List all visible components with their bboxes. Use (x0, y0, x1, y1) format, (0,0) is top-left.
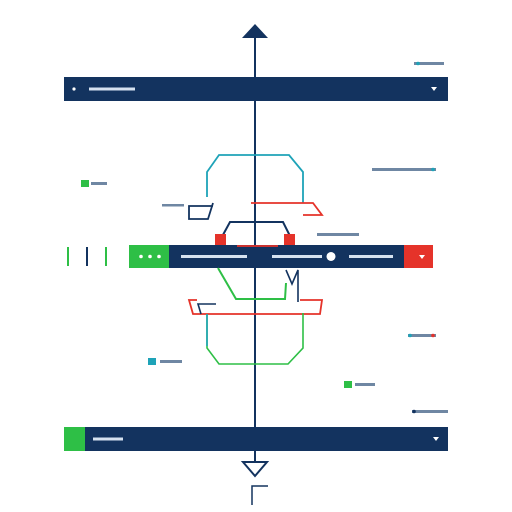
red-node-right (284, 234, 295, 245)
chevron-down-icon (433, 437, 439, 441)
side-label-lower-right-dot-red (431, 333, 435, 338)
navy-lower-check (285, 269, 299, 302)
side-label-mid-right-mark (317, 233, 359, 236)
middle-bar-green-dot-3 (157, 254, 161, 259)
middle-bar-label-mark-left (181, 255, 247, 258)
red-node-left (215, 234, 226, 245)
side-label-mid-left-mark (91, 182, 107, 185)
navy-bracket (188, 202, 214, 220)
side-label-bottom-right-dot (412, 409, 416, 414)
triangle-up-icon (242, 24, 268, 38)
triangle-down-icon (240, 461, 270, 478)
side-label-green-badge (344, 381, 352, 388)
bottom-bar-label-mark (93, 437, 123, 441)
side-label-green-mark (355, 383, 375, 386)
chevron-down-icon (431, 87, 437, 91)
side-label-upper-right-mark (372, 168, 436, 171)
top-bar-label-mark (89, 87, 135, 91)
side-label-top-right-mark (414, 62, 444, 65)
side-label-mid-left-badge (81, 180, 89, 187)
side-label-top-right-dot (416, 61, 420, 66)
side-label-lower-right-dot (408, 333, 412, 338)
bottom-bar (64, 427, 448, 451)
side-label-bottom-right-mark (412, 410, 448, 413)
middle-bar-ring-icon (326, 252, 336, 261)
middle-bar-green-dot-2 (148, 254, 152, 259)
middle-bar-green-dot-1 (139, 254, 143, 259)
bottom-bar-left-green (64, 427, 85, 451)
red-lower-bracket (187, 299, 324, 315)
red-bracket-right (251, 202, 324, 216)
navy-trapezoid (217, 221, 295, 245)
middle-bar-label-mark-right (349, 255, 393, 258)
top-bar-dot (72, 87, 76, 91)
green-lower-bracket (217, 267, 287, 300)
bottom-corner-line (251, 485, 268, 505)
side-label-left-bracket-mark (162, 204, 184, 207)
side-label-upper-right-dot (431, 167, 435, 172)
side-label-teal-mark (160, 360, 182, 363)
side-label-teal-badge (148, 358, 156, 365)
side-label-lower-right-mark (408, 334, 436, 337)
middle-bar-right-red (404, 245, 433, 268)
middle-bar-chevron-icon (419, 255, 425, 259)
middle-bar-label-mark-center (272, 255, 322, 258)
navy-lower-hook (196, 303, 216, 315)
teal-upper-loop (206, 154, 304, 203)
